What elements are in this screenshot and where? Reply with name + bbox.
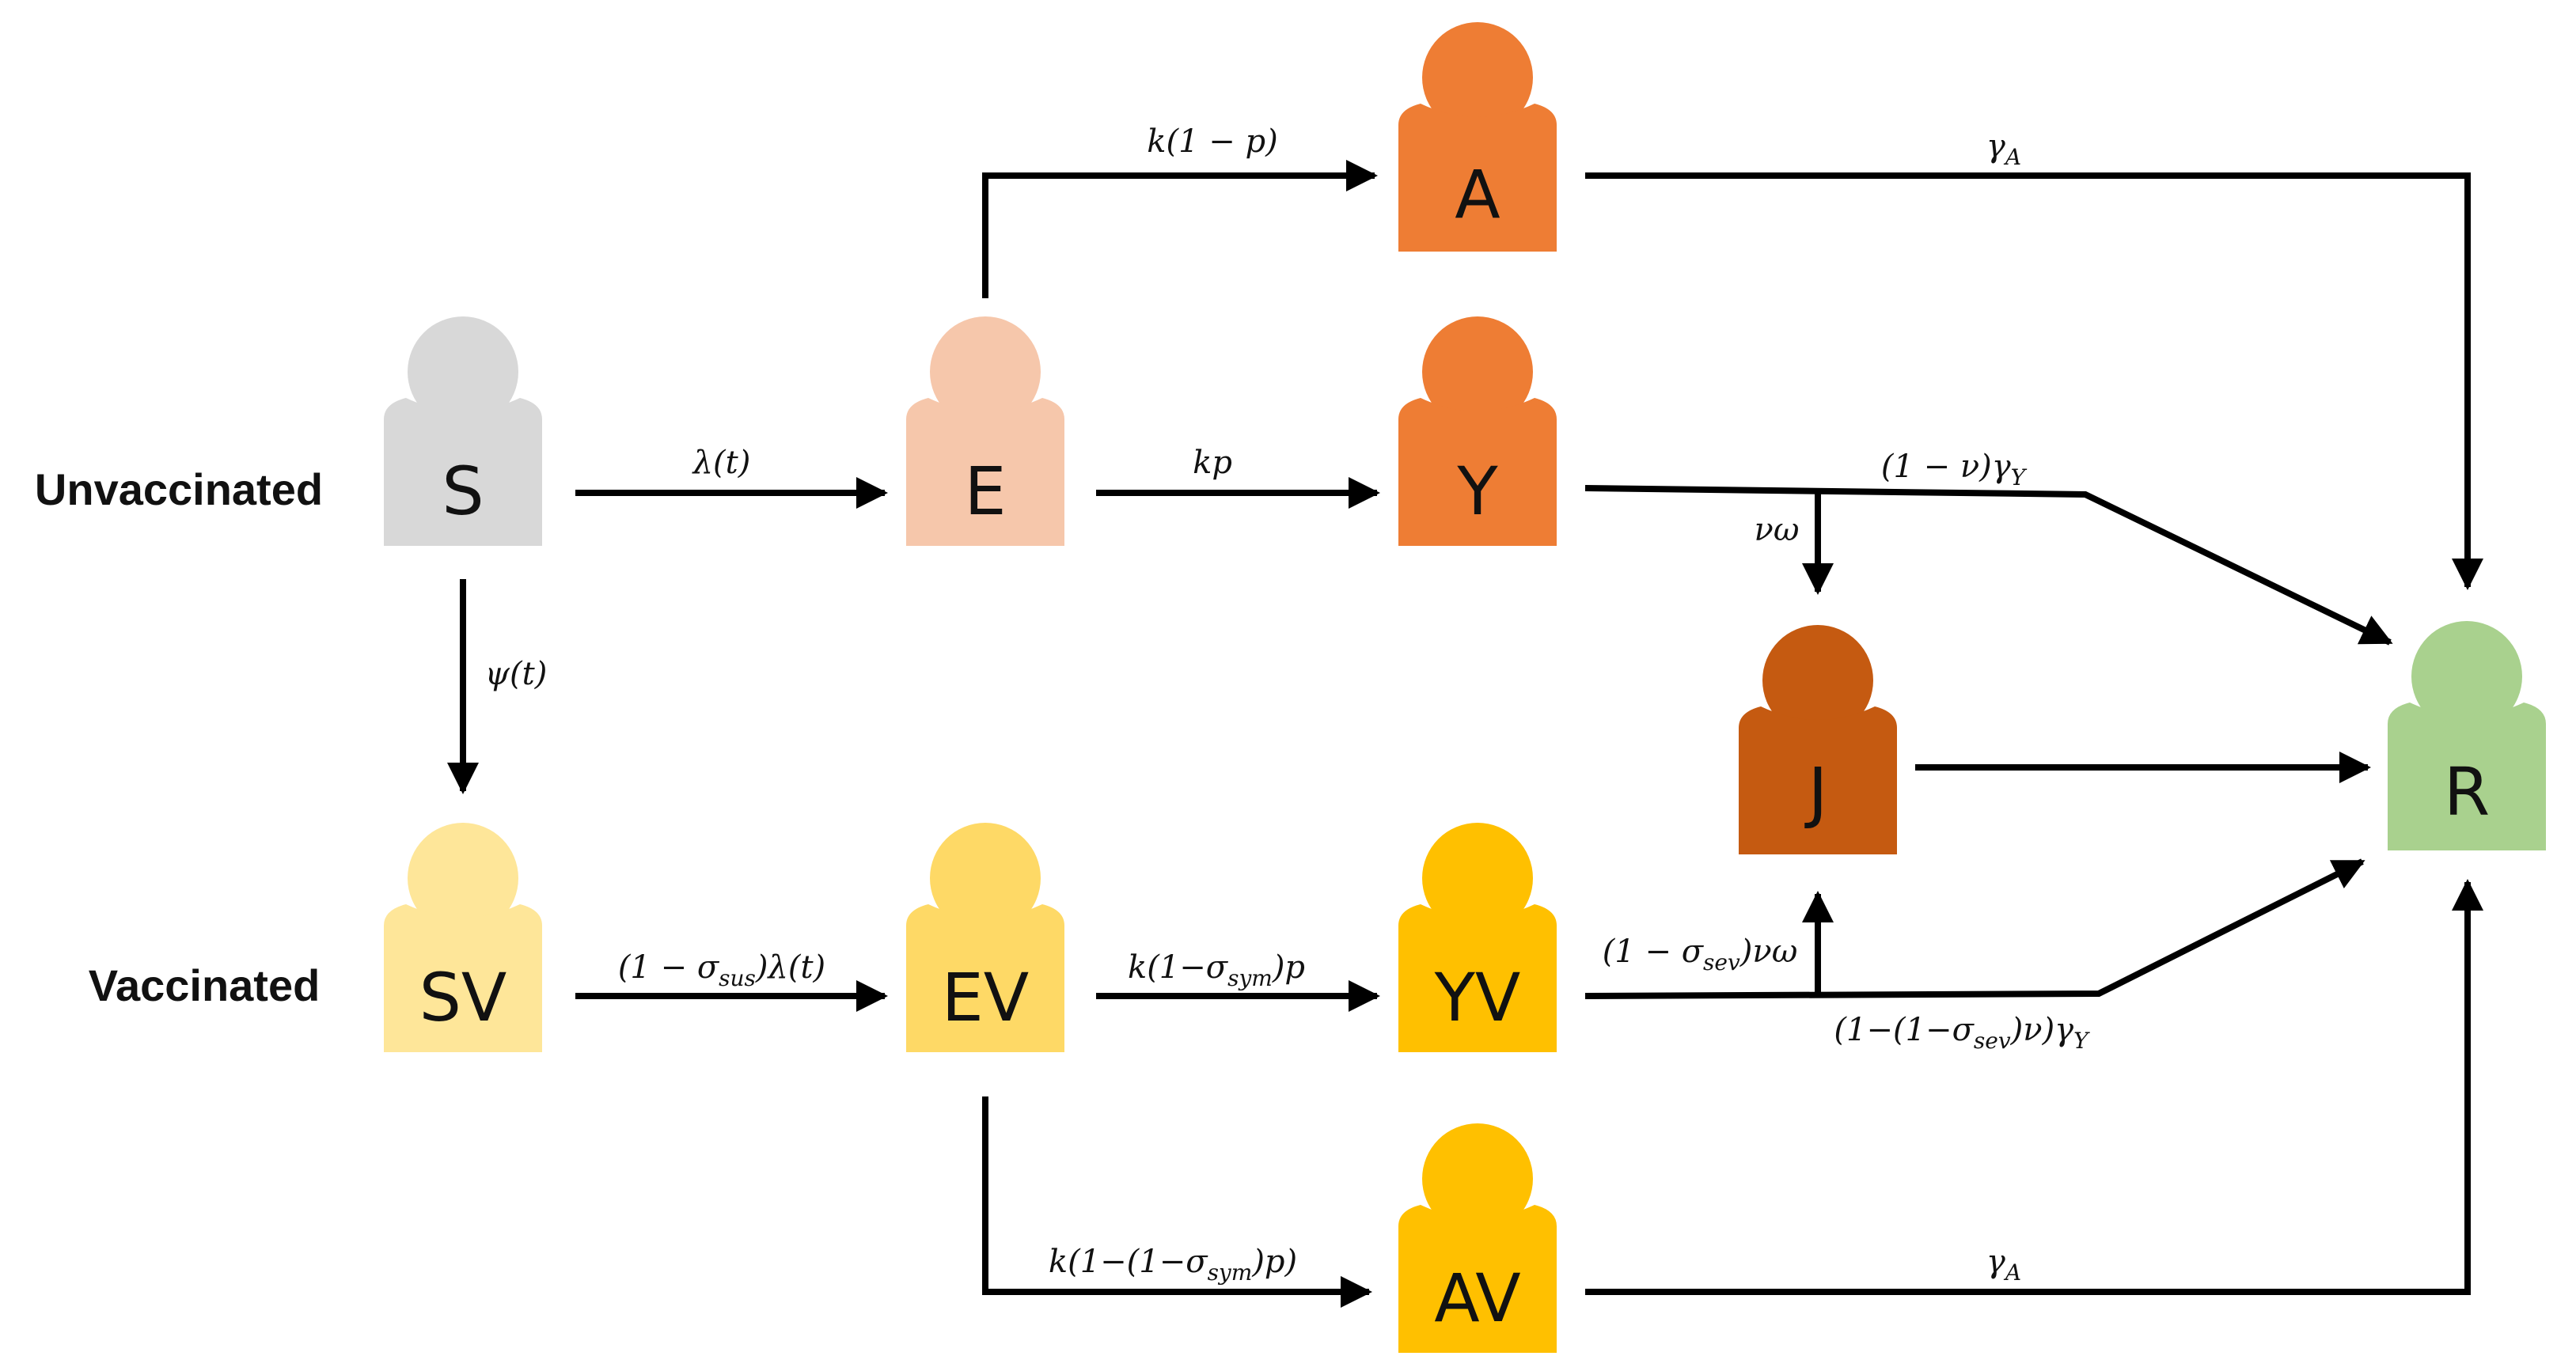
node-s: S	[384, 316, 542, 546]
node-label: Y	[1456, 453, 1498, 530]
node-y: Y	[1398, 316, 1557, 546]
edge-e-to-a	[982, 160, 1378, 298]
node-label: S	[442, 453, 484, 530]
edge-a-to-r	[1585, 172, 2483, 590]
node-av: AV	[1398, 1123, 1557, 1353]
node-label: AV	[1434, 1259, 1521, 1337]
rate-y-to-j: νω	[1755, 512, 1800, 548]
edge-ev-to-av	[982, 1096, 1372, 1308]
unvaccinated-label: Unvaccinated	[35, 464, 323, 514]
rate-y-to-r: (1 − ν)γY	[1881, 449, 2028, 490]
node-a: A	[1398, 22, 1557, 252]
node-ev: EV	[906, 823, 1064, 1052]
node-label: A	[1455, 156, 1500, 233]
node-label: SV	[419, 959, 507, 1036]
rate-ev-to-av: k(1−(1−σsym)p)	[1049, 1244, 1297, 1286]
node-r: R	[2388, 621, 2546, 850]
edge-y-to-r	[1584, 485, 2393, 646]
edge-av-to-r	[1585, 879, 2483, 1295]
rate-sv-to-ev: (1 − σsus)λ(t)	[618, 949, 825, 991]
rate-a-to-r: γA	[1986, 128, 2021, 170]
node-e: E	[906, 316, 1064, 546]
node-j: J	[1739, 625, 1897, 854]
rate-ev-to-yv: k(1−σsym)p	[1128, 949, 1305, 991]
rate-e-to-a: k(1 − p)	[1147, 123, 1277, 160]
node-label: EV	[942, 959, 1030, 1036]
rate-yv-to-j: (1 − σsev)νω	[1603, 934, 1798, 975]
node-yv: YV	[1398, 823, 1557, 1052]
rate-s-to-e: λ(t)	[692, 445, 751, 481]
edge-yv-to-r	[1584, 858, 2365, 999]
node-label: J	[1804, 753, 1828, 831]
vaccinated-label: Vaccinated	[89, 960, 321, 1010]
node-sv: SV	[384, 823, 542, 1052]
rate-s-to-sv: ψ(t)	[485, 656, 548, 692]
rate-labels: k(1 − p) γA λ(t) kp (1 − ν)γY νω ψ(t) (1…	[485, 123, 2090, 1286]
node-label: R	[2444, 753, 2490, 831]
rate-yv-to-r: (1−(1−σsev)ν)γY	[1834, 1012, 2090, 1054]
rate-av-to-r: γA	[1986, 1244, 2021, 1286]
node-label: YV	[1434, 959, 1521, 1036]
rate-e-to-y: kp	[1193, 445, 1232, 481]
edges	[447, 160, 2483, 1308]
node-label: E	[964, 453, 1006, 530]
